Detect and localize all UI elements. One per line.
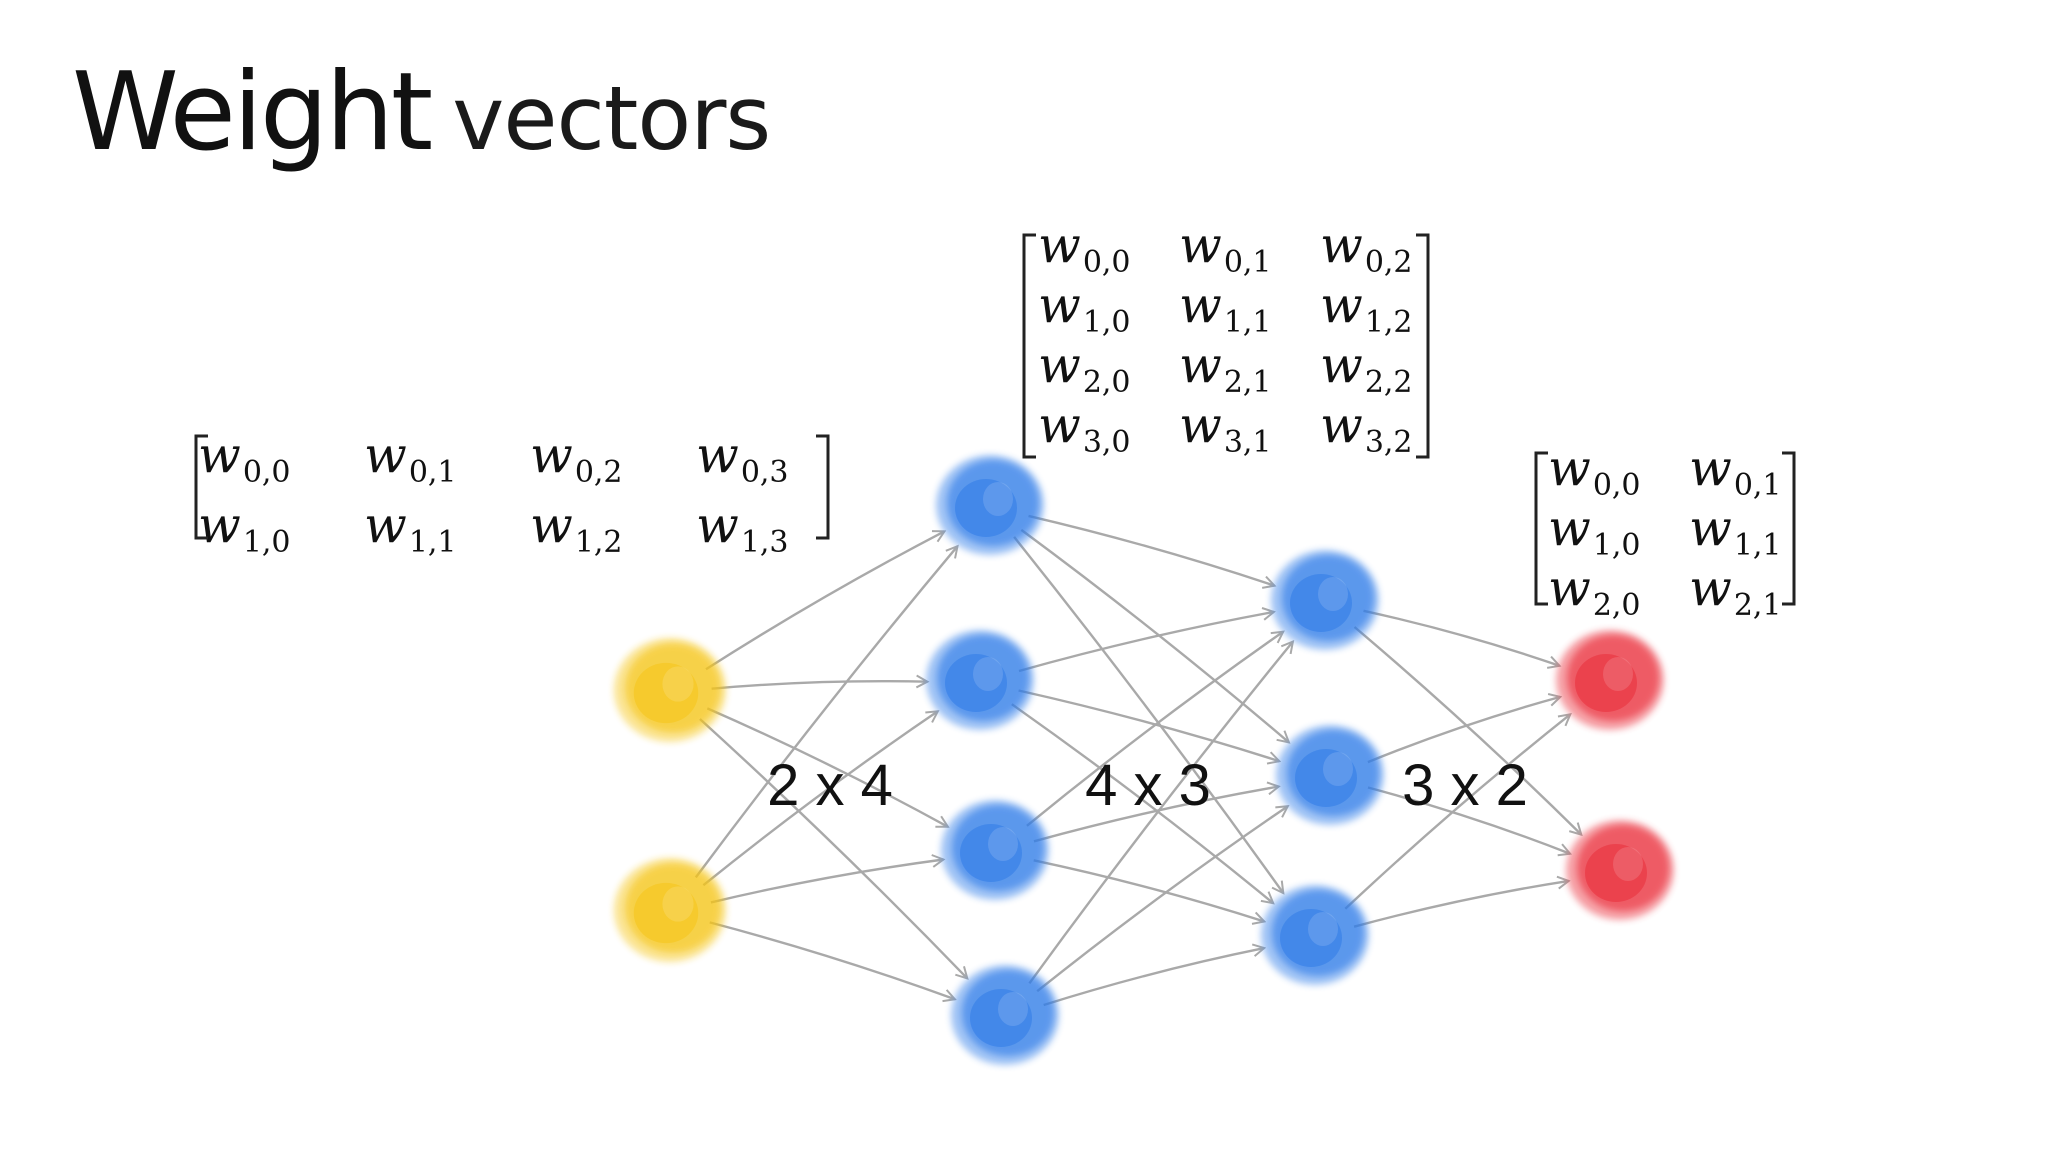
edge-input-1-to-hidden1-0 <box>694 546 958 879</box>
edge-hidden2-0-to-output-1 <box>1353 626 1582 835</box>
edge-hidden1-0-to-hidden2-0 <box>1028 514 1275 586</box>
node-input-0 <box>613 638 727 742</box>
matrix-3-cell-0-1: w0,1 <box>1689 439 1782 503</box>
matrix-3-cell-2-0: w2,0 <box>1548 559 1641 623</box>
matrix-1-right-bracket <box>816 434 830 540</box>
edge-hidden2-1-to-output-1 <box>1367 786 1570 854</box>
edge-hidden1-0-to-hidden2-2 <box>1013 536 1283 893</box>
edge-hidden1-1-to-hidden2-0 <box>1018 612 1274 673</box>
matrix-2-cell-0-2: w0,2 <box>1320 216 1413 280</box>
matrix-2-cell-2-2: w2,2 <box>1320 336 1413 400</box>
node-hidden1-2 <box>941 800 1049 900</box>
matrix-2-left-bracket <box>1022 233 1036 459</box>
edge-input-0-to-hidden1-1 <box>711 681 928 690</box>
node-hidden1-0 <box>936 455 1044 555</box>
matrix-3-left-bracket <box>1534 451 1548 606</box>
weight-matrices: w0,0 w0,1 w0,2 w0,3 w1,0 w1,1 w1,2 w1,3 w0,0 w0,1… <box>194 216 1796 623</box>
node-input-1 <box>613 858 727 962</box>
edge-input-1-to-hidden1-2 <box>710 860 944 904</box>
edge-input-1-to-hidden1-1 <box>702 711 937 887</box>
edge-hidden1-2-to-hidden2-0 <box>1026 632 1283 827</box>
weight-matrix-3: w0,0 w0,1 w1,0 w1,1 w2,0 w2,1 <box>1548 439 1782 623</box>
edge-input-0-to-hidden1-2 <box>706 707 948 828</box>
matrix-3-right-bracket <box>1782 451 1796 606</box>
neurons <box>613 455 1674 1065</box>
matrix-2-cell-3-0: w3,0 <box>1038 396 1131 460</box>
node-hidden1-3 <box>951 965 1059 1065</box>
matrix-2-cell-3-1: w3,1 <box>1179 396 1272 460</box>
edge-hidden2-2-to-output-1 <box>1353 881 1569 928</box>
matrix-2-cell-0-0: w0,0 <box>1038 216 1131 280</box>
matrix-1-cell-0-2: w0,2 <box>530 426 623 490</box>
edge-input-0-to-hidden1-3 <box>699 718 967 978</box>
matrix-1-cell-1-0: w1,0 <box>198 496 291 560</box>
matrix-3-cell-0-0: w0,0 <box>1548 439 1641 503</box>
matrix-1-cell-1-3: w1,3 <box>696 496 789 560</box>
node-hidden2-2 <box>1261 885 1369 985</box>
weight-matrix-1: w0,0 w0,1 w0,2 w0,3 w1,0 w1,1 w1,2 w1,3 <box>198 426 789 560</box>
edge-hidden1-3-to-hidden2-0 <box>1028 642 1293 985</box>
edge-hidden1-2-to-hidden2-1 <box>1033 787 1279 843</box>
dimension-label-3: 3 x 2 <box>1402 753 1528 818</box>
matrix-1-left-bracket <box>194 434 208 540</box>
edge-hidden2-0-to-output-0 <box>1363 609 1560 666</box>
edge-input-1-to-hidden1-3 <box>709 921 955 999</box>
node-hidden1-1 <box>926 630 1034 730</box>
weight-matrix-2: w0,0 w0,1 w0,2 w1,0 w1,1 w1,2 w2,0 w2,1 w2,2 w3,0… <box>1038 216 1413 460</box>
node-hidden2-0 <box>1271 550 1379 650</box>
matrix-2-cell-1-2: w1,2 <box>1320 276 1413 340</box>
edge-input-0-to-hidden1-0 <box>705 531 945 671</box>
matrix-2-cell-2-1: w2,1 <box>1179 336 1272 400</box>
node-output-1 <box>1566 820 1674 920</box>
edge-hidden1-1-to-hidden2-1 <box>1018 689 1280 762</box>
matrix-1-cell-0-1: w0,1 <box>364 426 457 490</box>
edge-hidden1-0-to-hidden2-1 <box>1020 528 1289 743</box>
dimension-label-1: 2 x 4 <box>767 753 893 818</box>
connections <box>694 514 1582 1007</box>
matrix-1-cell-1-2: w1,2 <box>530 496 623 560</box>
dimension-label-2: 4 x 3 <box>1085 753 1211 818</box>
matrix-1-cell-0-3: w0,3 <box>696 426 789 490</box>
matrix-2-cell-0-1: w0,1 <box>1179 216 1272 280</box>
matrix-2-cell-1-0: w1,0 <box>1038 276 1131 340</box>
matrix-3-cell-1-0: w1,0 <box>1548 499 1641 563</box>
matrix-1-cell-0-0: w0,0 <box>198 426 291 490</box>
matrix-1-cell-1-1: w1,1 <box>364 496 457 560</box>
edge-hidden1-2-to-hidden2-2 <box>1033 859 1265 921</box>
edge-hidden1-3-to-hidden2-1 <box>1036 806 1288 993</box>
edge-hidden2-1-to-output-0 <box>1367 697 1560 764</box>
matrix-2-cell-3-2: w3,2 <box>1320 396 1413 460</box>
edge-hidden2-2-to-output-0 <box>1344 714 1570 910</box>
matrix-2-right-bracket <box>1416 233 1430 459</box>
matrix-3-cell-2-1: w2,1 <box>1689 559 1782 623</box>
edge-hidden1-1-to-hidden2-2 <box>1011 703 1273 903</box>
dimension-labels: 2 x 4 4 x 3 3 x 2 <box>767 753 1528 818</box>
node-output-0 <box>1556 630 1664 730</box>
matrix-3-cell-1-1: w1,1 <box>1689 499 1782 563</box>
edge-hidden1-3-to-hidden2-2 <box>1043 948 1265 1007</box>
title-sub: vectors <box>452 67 771 170</box>
matrix-2-cell-2-0: w2,0 <box>1038 336 1131 400</box>
title-main: Weight <box>72 50 433 175</box>
matrix-2-cell-1-1: w1,1 <box>1179 276 1272 340</box>
node-hidden2-1 <box>1276 725 1384 825</box>
